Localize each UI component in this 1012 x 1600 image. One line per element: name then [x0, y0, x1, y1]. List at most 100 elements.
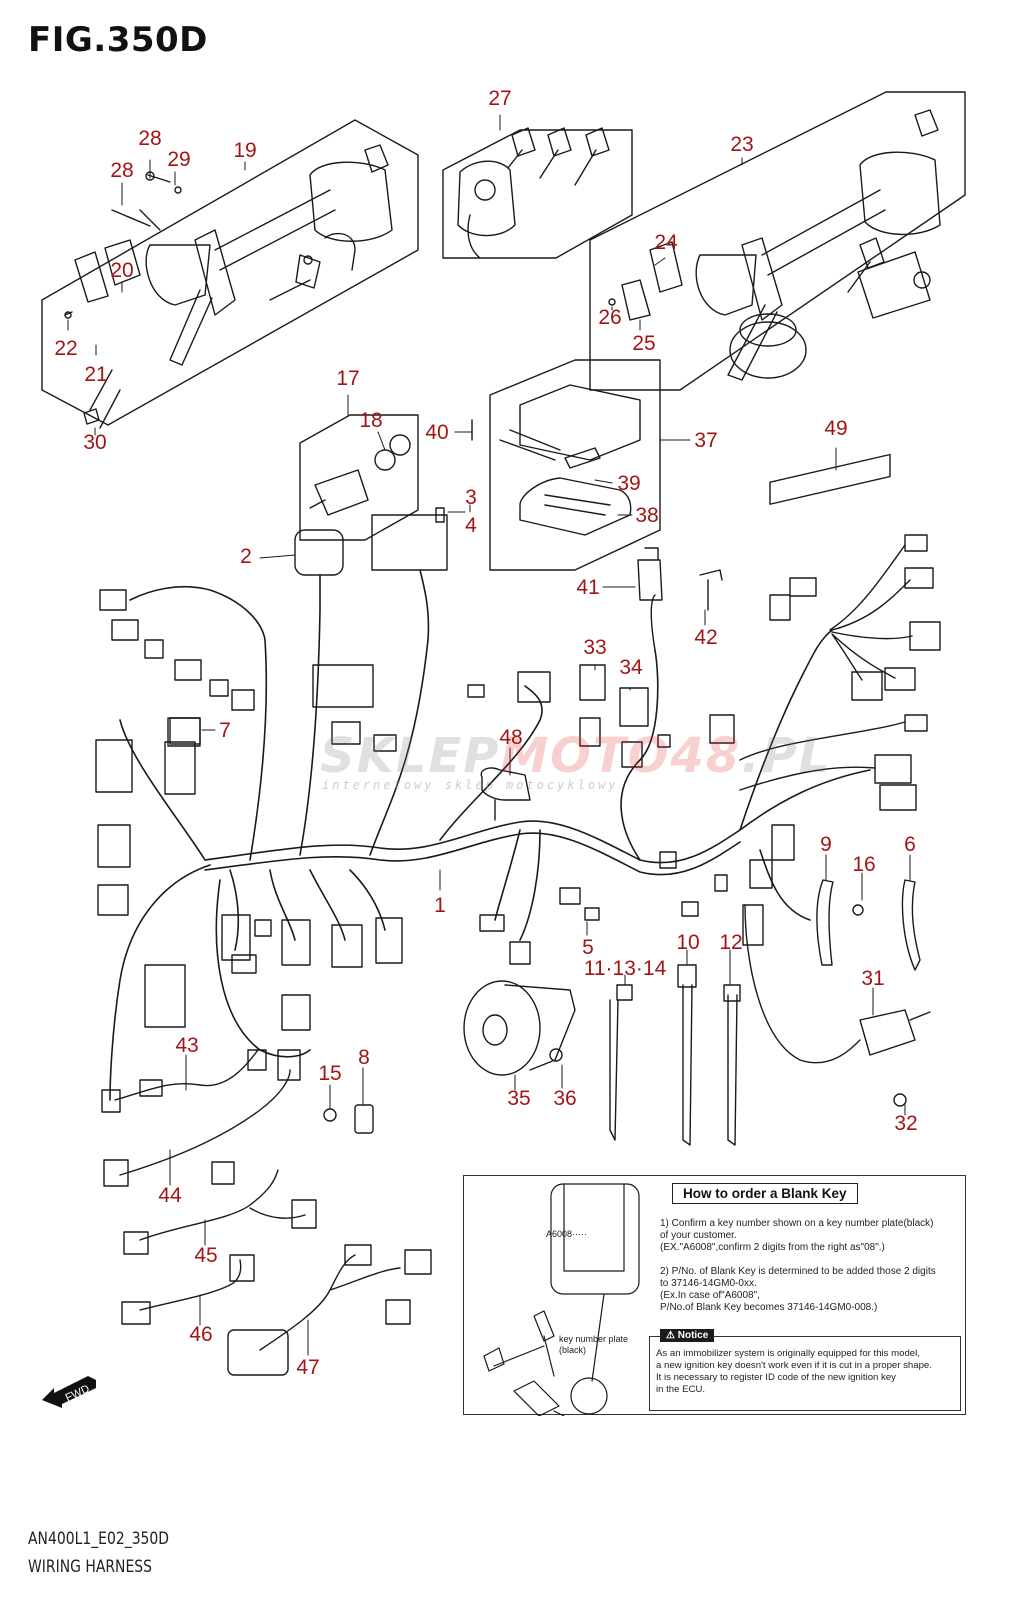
leader-lines — [67, 114, 911, 1356]
bolt-15 — [323, 1108, 337, 1122]
callout-22: 22 — [54, 337, 78, 360]
forward-direction-indicator: FWD — [40, 1368, 100, 1413]
callout-19: 19 — [233, 139, 257, 162]
watermark-part-c: .PL — [741, 728, 832, 784]
horn-35 — [463, 980, 576, 1076]
callout-12: 12 — [719, 931, 743, 954]
ecu-box-37 — [489, 359, 661, 571]
watermark-part-a: SKLEP — [320, 728, 501, 784]
callout-48: 48 — [499, 726, 523, 749]
harness-connectors — [95, 514, 941, 1064]
callout-11-13-14: 11·13·14 — [583, 957, 667, 980]
callout-34: 34 — [619, 656, 643, 679]
bolt-36 — [549, 1048, 563, 1062]
figure-title: FIG.350D — [28, 20, 208, 60]
callout-28: 28 — [110, 159, 134, 182]
cable-tie-head-10 — [677, 964, 697, 988]
callout-27: 27 — [488, 87, 512, 110]
callout-42: 42 — [694, 626, 718, 649]
watermark-subtitle: internetowy sklep motocyklowy — [322, 778, 619, 792]
sub-harness-47 — [227, 1244, 432, 1376]
clamp-9 — [816, 879, 834, 966]
clamp-head-11 — [616, 984, 633, 1001]
ignition-switch-19 — [64, 144, 393, 429]
accessory-socket-17 — [309, 434, 411, 516]
callout-47: 47 — [296, 1356, 320, 1379]
callout-28: 28 — [138, 127, 162, 150]
callout-32: 32 — [894, 1112, 918, 1135]
screw-32 — [893, 1093, 907, 1107]
plate-code: A6008····· — [546, 1229, 588, 1239]
sub-harness-46 — [121, 1254, 255, 1325]
callout-26: 26 — [598, 306, 622, 329]
main-wiring-harness-1 — [109, 569, 871, 1101]
blank-key-step-2: 2) P/No. of Blank Key is determined to b… — [660, 1266, 936, 1313]
callout-40: 40 — [425, 421, 449, 444]
ignition-key-set-box-27 — [442, 129, 633, 259]
callout-21: 21 — [84, 363, 108, 386]
clamp-11-13-14 — [609, 999, 619, 1141]
callout-24: 24 — [654, 231, 678, 254]
callout-38: 38 — [635, 504, 659, 527]
callout-30: 30 — [83, 431, 107, 454]
screw-16 — [852, 904, 864, 916]
callout-15: 15 — [318, 1062, 342, 1085]
callout-35: 35 — [507, 1087, 531, 1110]
blank-key-title: How to order a Blank Key — [672, 1183, 858, 1204]
sub-harness-43 — [101, 1049, 267, 1113]
callout-37: 37 — [694, 429, 718, 452]
ignition-switch-set-box-19 — [41, 119, 419, 426]
callout-6: 6 — [904, 833, 916, 856]
socket-box-17 — [299, 414, 419, 541]
watermark: SKLEPMOTO48.PL — [320, 728, 831, 784]
callout-33: 33 — [583, 636, 607, 659]
callout-46: 46 — [189, 1323, 213, 1346]
callout-29: 29 — [167, 148, 191, 171]
blank-key-info-box: A6008····· key number plate (black) How … — [463, 1175, 966, 1416]
blank-key-step-1: 1) Confirm a key number shown on a key n… — [660, 1218, 934, 1253]
callout-5: 5 — [582, 936, 594, 959]
relay-7 — [169, 717, 201, 745]
callout-4: 4 — [465, 514, 477, 537]
callout-2: 2 — [240, 545, 252, 568]
notice-box: ⚠ Notice As an immobilizer system is ori… — [649, 1329, 961, 1411]
plate-8 — [354, 1104, 374, 1134]
fwd-arrow-icon: FWD — [42, 1376, 96, 1408]
callout-23: 23 — [730, 133, 754, 156]
callout-20: 20 — [110, 259, 134, 282]
callout-16: 16 — [852, 853, 876, 876]
callout-45: 45 — [194, 1244, 218, 1267]
callout-44: 44 — [158, 1184, 182, 1207]
key-illustration — [483, 1183, 640, 1416]
callout-39: 39 — [617, 472, 641, 495]
callout-18: 18 — [359, 409, 383, 432]
key-number-plate-label: key number plate (black) — [559, 1334, 629, 1355]
notice-badge: ⚠ Notice — [660, 1329, 715, 1342]
tape-49 — [769, 453, 891, 505]
figure-footer: AN400L1_E02_350D WIRING HARNESS — [28, 1525, 169, 1581]
sensor-48 — [480, 767, 531, 821]
callout-31: 31 — [861, 967, 885, 990]
callout-3: 3 — [465, 486, 477, 509]
callout-36: 36 — [553, 1087, 577, 1110]
callout-10: 10 — [676, 931, 700, 954]
ecu-37 — [499, 384, 641, 536]
figure-name: WIRING HARNESS — [28, 1557, 152, 1577]
plate-callout-bubble — [550, 1183, 640, 1295]
callout-17: 17 — [336, 367, 360, 390]
clamp-6 — [901, 879, 921, 971]
callout-1: 1 — [434, 894, 446, 917]
cable-tie-12 — [727, 994, 738, 1146]
sub-harness-44 — [103, 1049, 301, 1187]
figure-code: AN400L1_E02_350D — [28, 1529, 170, 1549]
callout-7: 7 — [219, 719, 231, 742]
callout-41: 41 — [576, 576, 600, 599]
callout-43: 43 — [175, 1034, 199, 1057]
callout-9: 9 — [820, 833, 832, 856]
callout-49: 49 — [824, 417, 848, 440]
cable-tie-10 — [682, 984, 693, 1146]
callout-25: 25 — [632, 332, 656, 355]
watermark-part-b: MOTO48 — [500, 728, 742, 784]
ignition-key-set-27 — [457, 127, 610, 259]
